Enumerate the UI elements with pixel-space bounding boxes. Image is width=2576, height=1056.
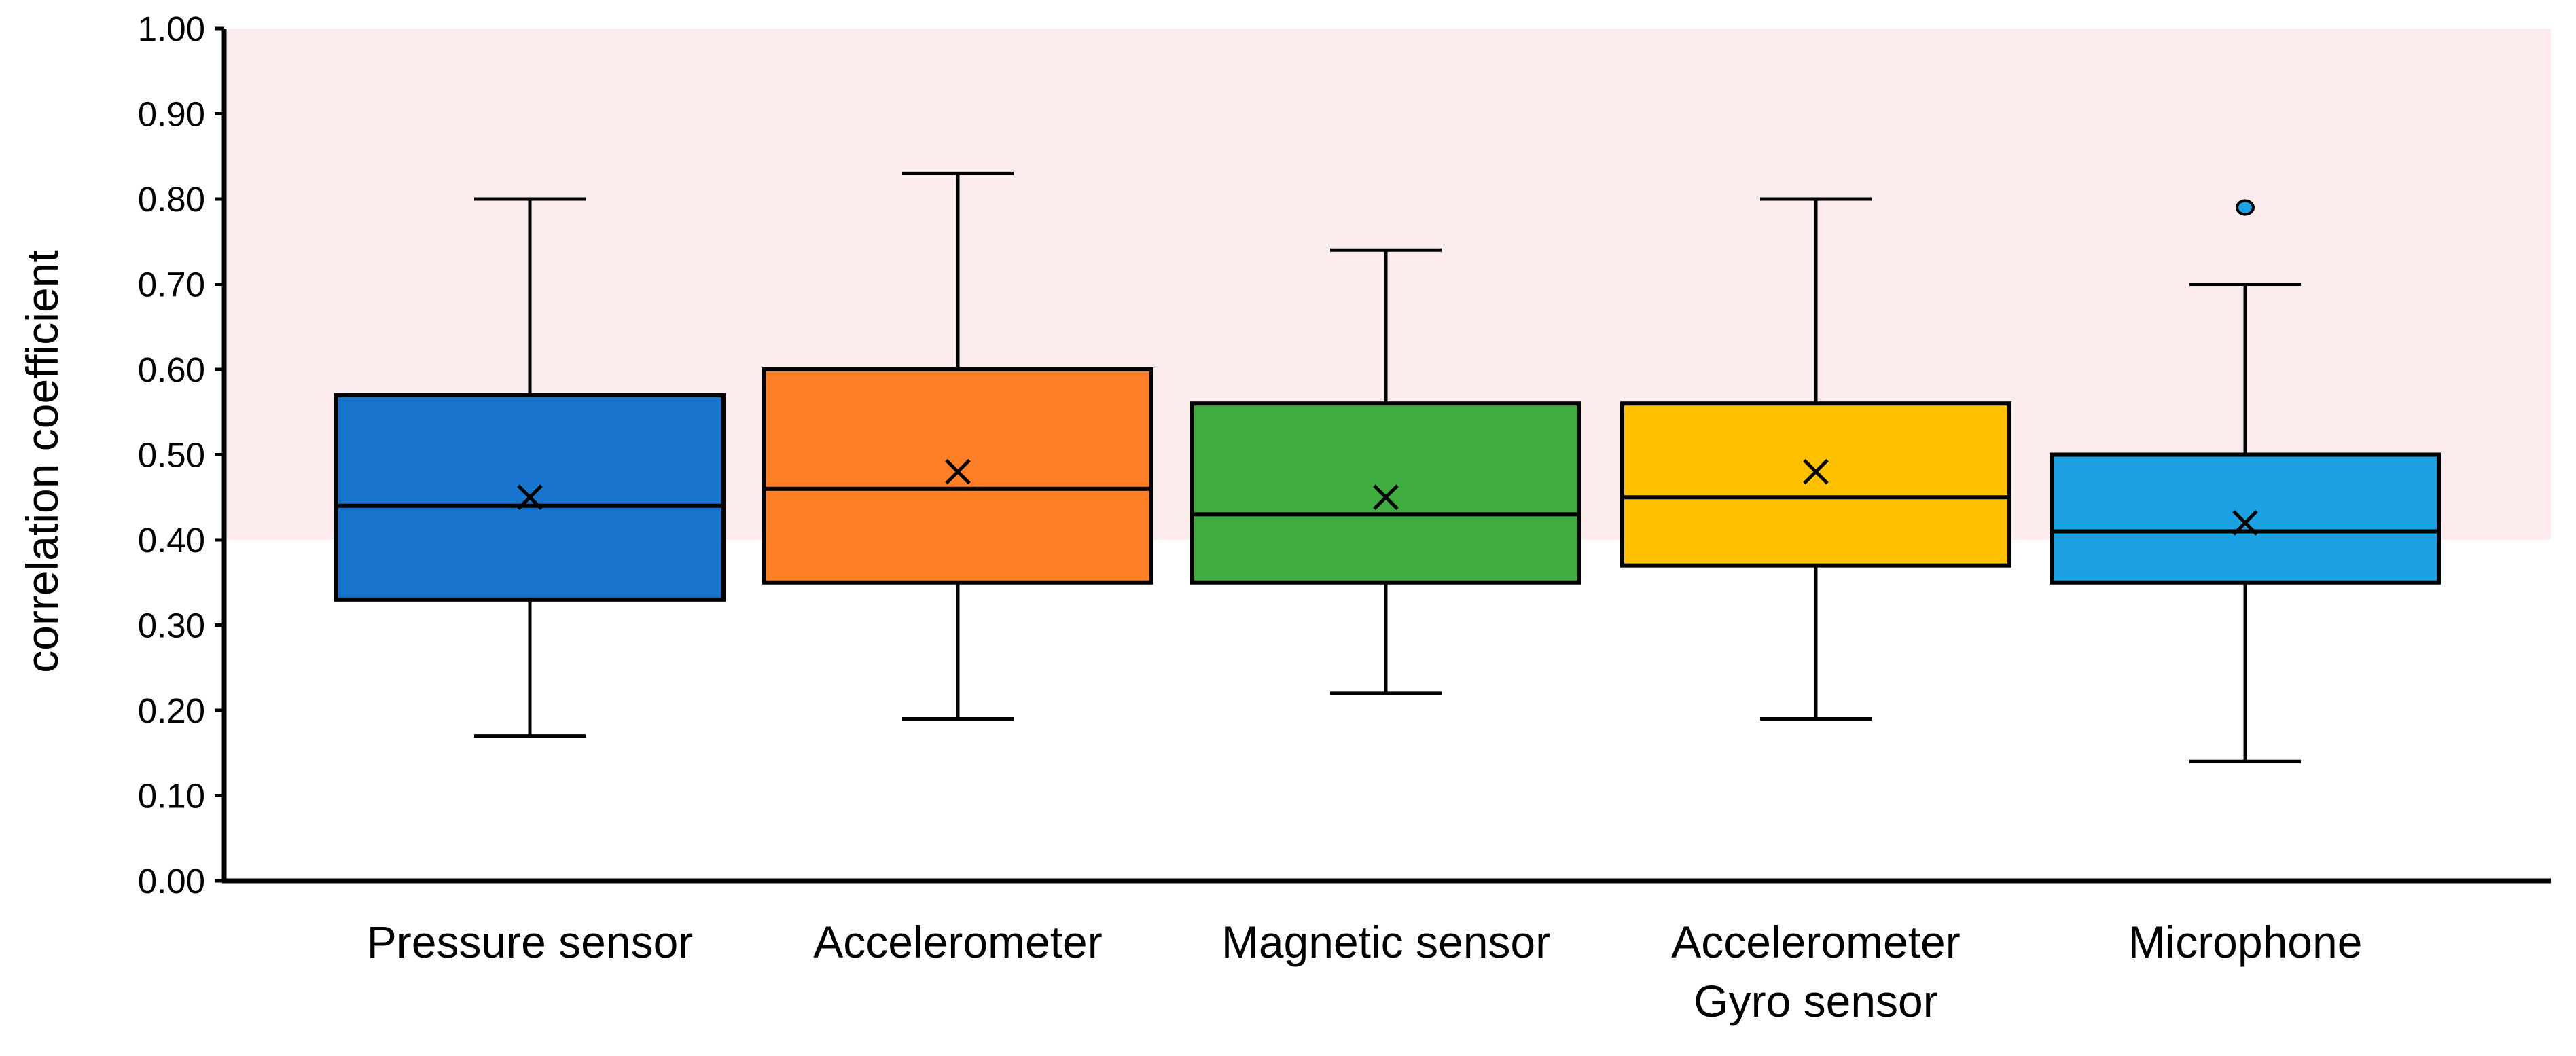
category-label: Accelerometer [813,917,1103,967]
y-tick-label: 0.70 [138,266,205,304]
category-label: Microphone [2128,917,2363,967]
y-tick-label: 0.60 [138,350,205,389]
box [1190,401,1581,585]
category-label: Accelerometer [1671,917,1961,967]
y-tick-label: 1.00 [138,10,205,48]
box [1620,401,2011,568]
box [2050,452,2441,585]
y-tick-label: 0.20 [138,691,205,730]
y-tick-label: 0.80 [138,180,205,219]
y-tick-label: 0.90 [138,95,205,134]
y-tick-label: 0.40 [138,521,205,560]
category-label: Magnetic sensor [1221,917,1550,967]
y-tick-label: 0.00 [138,862,205,900]
y-tick-label: 0.30 [138,606,205,645]
y-axis-title: correlation coefficient [17,250,67,672]
category-label: Pressure sensor [367,917,694,967]
outlier-point [2236,199,2255,216]
mean-marker [945,458,971,485]
mean-marker [1373,484,1399,511]
box [762,367,1153,585]
y-tick-label: 0.10 [138,777,205,816]
mean-marker [517,484,543,511]
category-label: Gyro sensor [1694,976,1937,1026]
y-tick-label: 0.50 [138,436,205,475]
mean-marker [1803,458,1829,485]
mean-marker [2232,510,2258,536]
